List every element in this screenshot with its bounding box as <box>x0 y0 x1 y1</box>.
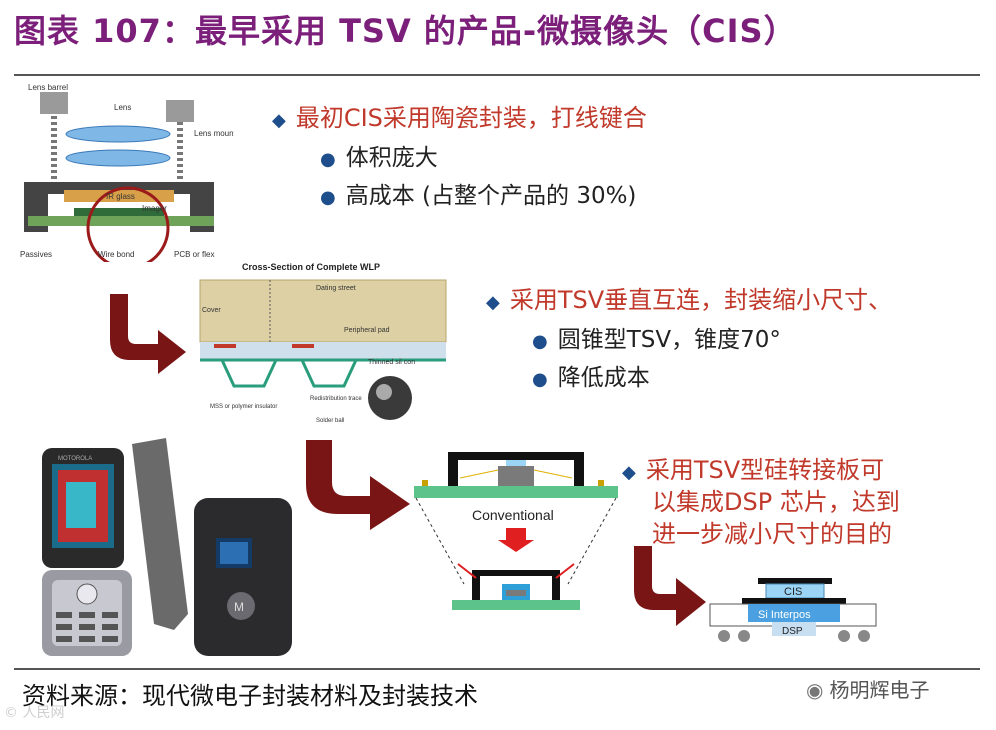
redistribution-label: Redistribution trace <box>310 396 362 402</box>
section2-heading: ◆采用TSV垂直互连，封装缩小尺寸、 <box>486 286 893 314</box>
section1-heading: ◆最初CIS采用陶瓷封装，打线键合 <box>272 104 647 132</box>
title-divider <box>14 74 980 76</box>
motorola-logo-icon: M <box>234 600 244 614</box>
dam-label: Dating street <box>316 285 356 292</box>
si-interposer-label: Si Interpos <box>758 609 811 621</box>
section3-line-3: 进一步减小尺寸的目的 <box>652 520 892 548</box>
interposer-comparison-figure: Conventional <box>414 452 618 610</box>
arrow-down-right-icon <box>306 440 410 530</box>
dot-bullet-icon: ● <box>320 149 336 170</box>
diamond-bullet-icon: ◆ <box>622 462 636 483</box>
dot-bullet-icon: ● <box>532 369 548 390</box>
arrow-down-right-icon <box>634 546 706 626</box>
footer-divider <box>14 668 980 670</box>
stacked-interposer-figure: CIS Si Interpos DSP <box>709 578 877 642</box>
watermark: © 人民网 <box>4 705 65 721</box>
section2-bullet-1: ●圆锥型TSV，锥度70° <box>532 327 781 353</box>
imager-label: Imager <box>142 204 167 213</box>
source-note: 资料来源：现代微电子封装材料及封装技术 <box>22 682 478 710</box>
lens-label: Lens <box>114 103 131 112</box>
wechat-icon: ◉ <box>806 678 824 702</box>
section1-bullet-1: ●体积庞大 <box>320 145 438 171</box>
wlp-title: Cross-Section of Complete WLP <box>242 262 380 272</box>
diamond-bullet-icon: ◆ <box>272 110 286 131</box>
pcb-label: PCB or flex <box>174 250 214 259</box>
phone-brand-text: MOTOROLA <box>58 456 92 462</box>
dot-bullet-icon: ● <box>532 331 548 352</box>
solder-ball-label: Solder ball <box>316 418 344 424</box>
lens-mount-label: Lens mount <box>194 129 234 138</box>
page-title: 图表 107：最早采用 TSV 的产品-微摄像头（CIS） <box>14 12 797 50</box>
peripheral-pad-label: Peripheral pad <box>344 327 390 334</box>
section3-line-1: ◆采用TSV型硅转接板可 <box>622 456 885 484</box>
lens-barrel-label: Lens barrel <box>28 83 68 92</box>
dsp-label: DSP <box>782 626 803 637</box>
dot-bullet-icon: ● <box>320 187 336 208</box>
wechat-account: ◉杨明辉电子 <box>806 678 930 702</box>
wlp-cross-section-figure: Cross-Section of Complete WLP Cover Dati… <box>199 262 447 424</box>
thinned-si-label: Thinned sil con <box>368 359 415 366</box>
wire-bond-label: Wire bond <box>98 250 134 259</box>
cover-label: Cover <box>202 307 221 314</box>
mss-label: MSS or polymer insulator <box>210 404 277 410</box>
ir-glass-label: IR glass <box>106 192 135 201</box>
cis-label: CIS <box>784 586 802 598</box>
section2-bullet-2: ●降低成本 <box>532 365 650 391</box>
section3-line-2: 以集成DSP 芯片，达到 <box>652 488 900 516</box>
passives-label: Passives <box>20 250 52 259</box>
conventional-label: Conventional <box>472 507 554 523</box>
ceramic-package-figure: Lens barrel Lens Lens mount IR glass Ima… <box>20 83 234 262</box>
arrow-down-right-icon <box>110 294 186 374</box>
diamond-bullet-icon: ◆ <box>486 292 500 313</box>
flip-phone-open-image: MOTOROLA <box>42 438 188 656</box>
section1-bullet-2: ●高成本 (占整个产品的 30%) <box>320 183 637 209</box>
flip-phone-closed-image: M <box>194 498 292 656</box>
